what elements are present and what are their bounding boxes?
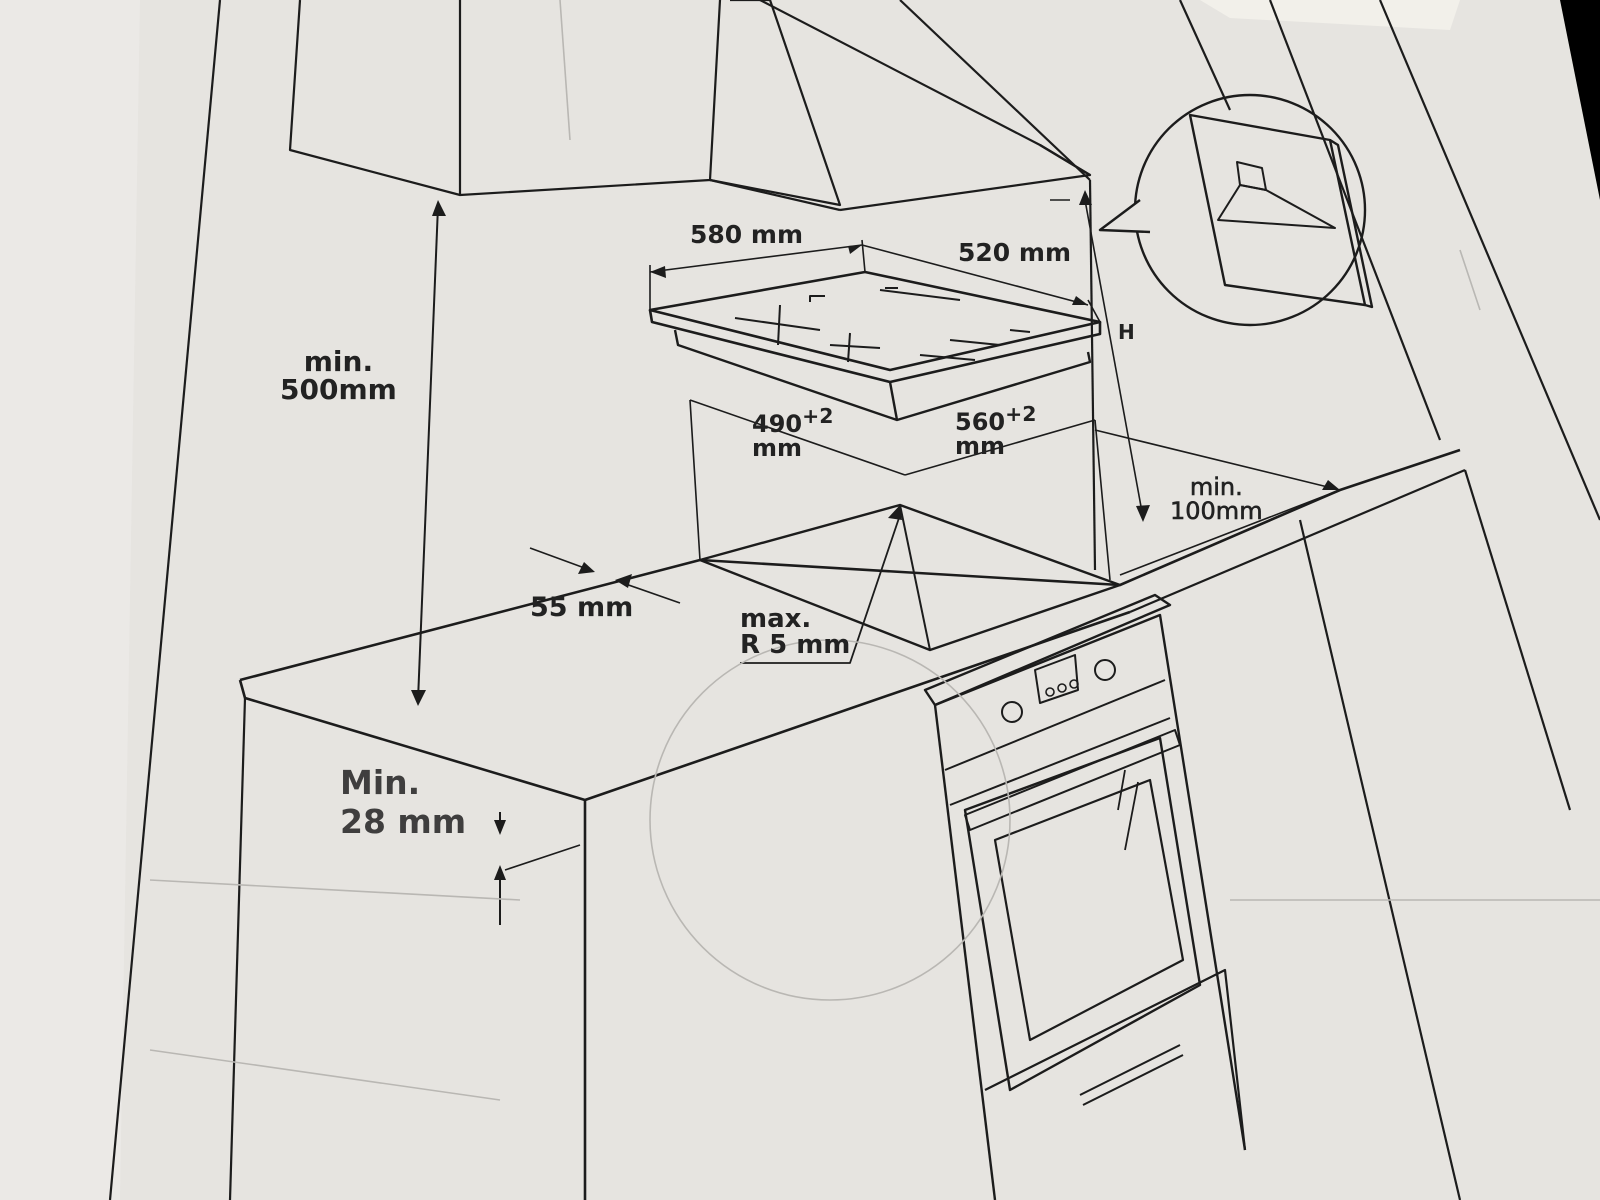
label-max-radius-line2: R 5 mm <box>740 630 851 660</box>
page-shadow-left <box>0 0 140 1200</box>
label-max-radius: max. R 5 mm <box>740 606 850 658</box>
label-min-100mm: min. 100mm <box>1170 473 1263 525</box>
label-cutout-depth-tolerance: +2 <box>802 403 834 428</box>
label-cutout-depth-value: 490 <box>752 410 803 438</box>
label-max-radius-line1: max. <box>740 604 812 634</box>
paper-sheet-corner <box>1200 0 1460 30</box>
label-min-thickness-line2: 28 mm <box>340 802 467 841</box>
label-min-thickness: Min. 28 mm <box>340 766 466 838</box>
label-min-thickness-line1: Min. <box>340 763 421 802</box>
arrowheads <box>411 190 1340 880</box>
line-art <box>108 0 1600 1200</box>
label-min-100mm-line2: 100mm <box>1170 497 1263 525</box>
label-hood-height: H <box>1118 320 1135 344</box>
label-min-500mm-line2: 500mm <box>280 373 397 406</box>
label-cutout-depth: 490+2 mm <box>752 406 833 462</box>
label-cutout-depth-unit: mm <box>752 434 803 462</box>
label-cutout-width-tolerance: +2 <box>1005 401 1037 426</box>
label-min-100mm-line1: min. <box>1189 473 1243 501</box>
label-cutout-depth-top: 490+2 <box>752 406 833 438</box>
label-front-edge-55mm: 55 mm <box>530 592 634 623</box>
label-cooktop-width: 580 mm <box>690 220 803 249</box>
faint-background-sketch <box>149 0 1600 1101</box>
label-min-500mm-line1: min. <box>303 345 374 378</box>
label-cooktop-depth: 520 mm <box>958 238 1071 267</box>
label-min-500mm: min. 500mm <box>280 348 397 404</box>
label-cutout-width-value: 560 <box>955 408 1006 436</box>
label-cutout-width-unit: mm <box>955 432 1006 460</box>
label-cutout-width-top: 560+2 <box>955 404 1036 436</box>
label-cutout-width: 560+2 mm <box>955 404 1036 460</box>
